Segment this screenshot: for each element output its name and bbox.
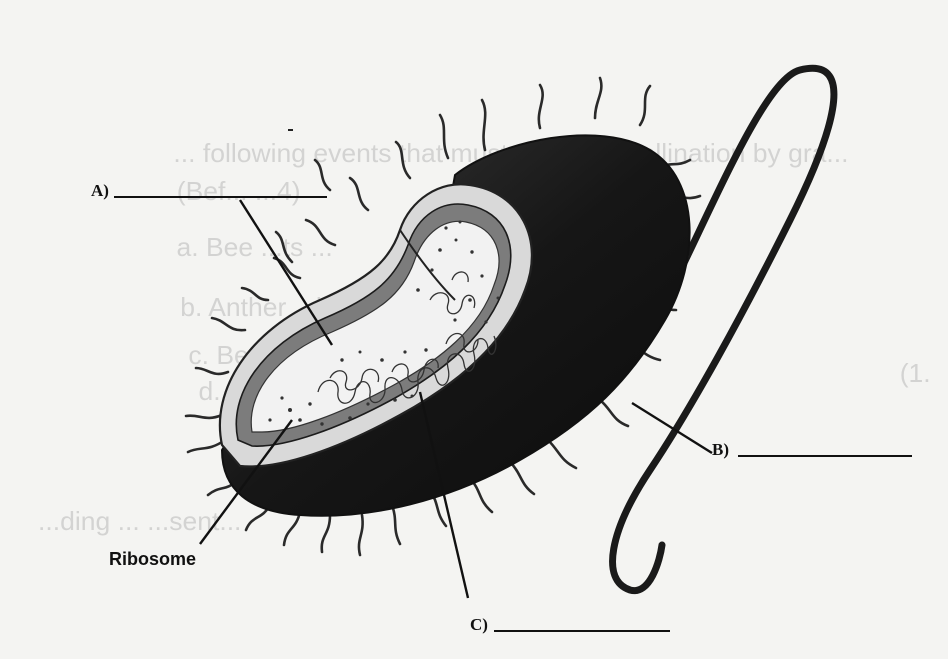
leader-line-b <box>632 403 712 453</box>
label-ribosome: Ribosome <box>109 549 196 570</box>
label-c: C) <box>470 615 488 635</box>
label-a: A) <box>91 181 109 201</box>
blank-c <box>494 630 670 632</box>
label-b: B) <box>712 440 729 460</box>
blank-b <box>738 455 912 457</box>
blank-a <box>114 196 327 198</box>
